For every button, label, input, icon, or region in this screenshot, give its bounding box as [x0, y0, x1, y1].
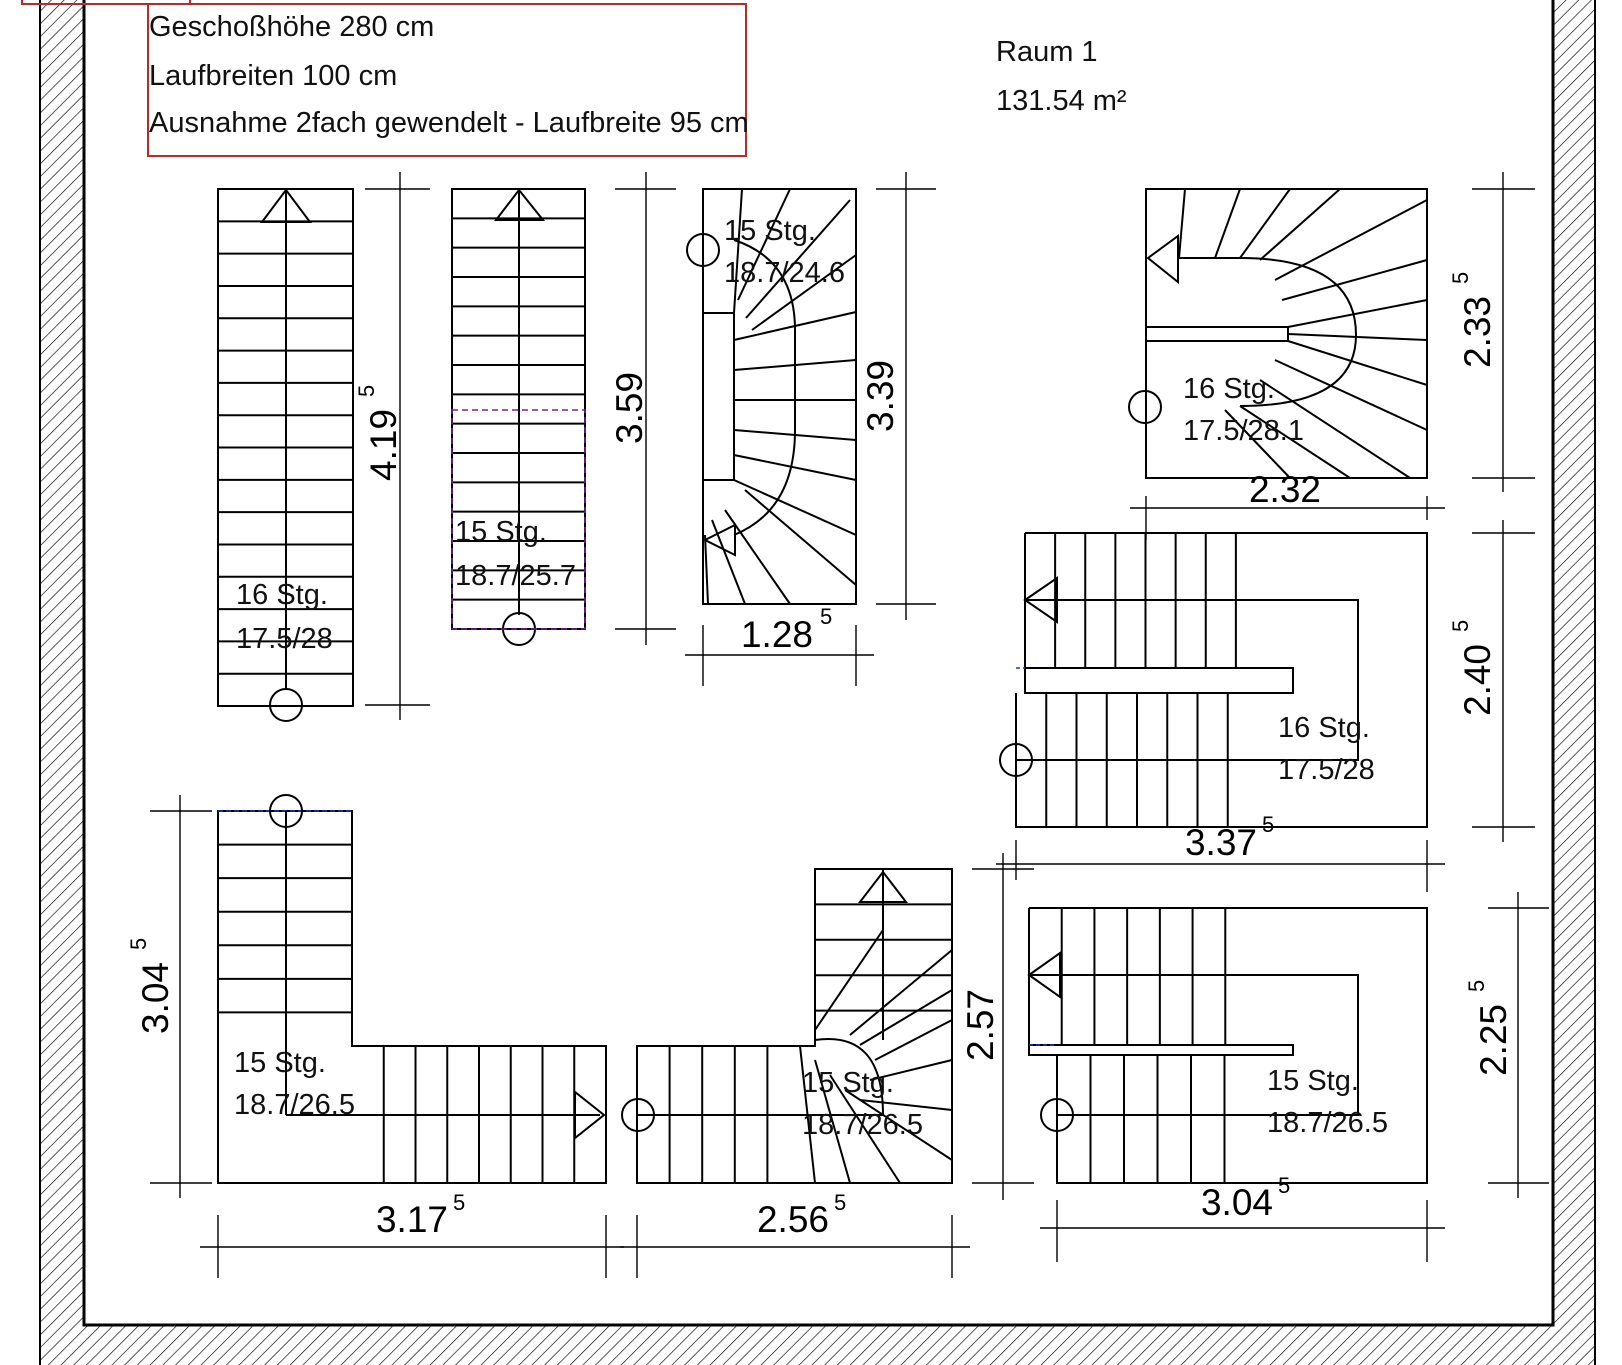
dim-2-40-sup: 5: [1448, 620, 1473, 632]
stair-tread: [1274, 359, 1428, 431]
info-line-1: Geschoßhöhe 280 cm: [149, 11, 434, 43]
stair-tread: [869, 1059, 953, 1081]
dim-3-59: 3.59: [609, 372, 650, 444]
stair-tread: [859, 989, 953, 1046]
stair-tread: [1259, 188, 1341, 261]
stair-tread: [844, 1089, 953, 1161]
dim-4-19-sup: 5: [354, 385, 379, 397]
stair-tread: [1281, 259, 1428, 301]
stair-l-shape-6: 15 Stg. 18.7/26.5: [217, 794, 607, 1184]
stair-tread: [733, 188, 743, 314]
stair-ratio-label: 18.7/24.6: [724, 257, 845, 289]
dim-3-17: 3.17: [376, 1199, 448, 1240]
room-label: Raum 1 131.54 m²: [996, 36, 1127, 117]
stair-tread: [733, 359, 857, 371]
stair-ratio-label: 18.7/26.5: [802, 1109, 923, 1141]
dim-3-04-left: 3.04: [135, 962, 176, 1034]
dim-4-19: 4.19: [363, 409, 404, 481]
stair-ratio-label: 18.7/25.7: [455, 560, 576, 592]
stair-u-turn-8: 15 Stg. 18.7/26.5: [1027, 907, 1428, 1184]
stair-tread: [829, 1074, 901, 1184]
stair-steps-label: 15 Stg.: [234, 1047, 326, 1079]
stair-steps-label: 16 Stg.: [1183, 373, 1275, 405]
stair-tread: [1287, 340, 1428, 386]
info-line-2: Laufbreiten 100 cm: [149, 60, 397, 92]
stair-u-turn-5: 16 Stg. 17.5/28: [999, 532, 1428, 828]
stair-tread: [874, 1019, 953, 1061]
stair-tread: [1287, 299, 1428, 328]
stair-tread: [814, 1059, 851, 1184]
stair-steps-label: 15 Stg.: [802, 1067, 894, 1099]
outer-wall: [39, 0, 1596, 1365]
stair-tread: [1214, 188, 1241, 259]
stair-tread: [849, 949, 953, 1036]
stair-winder-4: 16 Stg. 17.5/28.1: [1128, 188, 1428, 479]
stair-ratio-label: 17.5/28.1: [1183, 415, 1304, 447]
stair-tread: [1224, 409, 1291, 479]
red-marker: [21, 0, 191, 5]
dim-2-40: 2.40: [1457, 644, 1498, 716]
dim-2-56-sup: 5: [834, 1190, 846, 1215]
stair-steps-label: 15 Stg.: [724, 215, 816, 247]
stair-straight-2: 15 Stg. 18.7/25.7: [451, 188, 586, 646]
stair-tread: [733, 311, 857, 341]
stair-ratio-label: 18.7/26.5: [234, 1089, 355, 1121]
dim-2-32: 2.32: [1249, 469, 1321, 510]
stair-steps-label: 16 Stg.: [236, 579, 328, 611]
stair-tread: [1178, 188, 1186, 259]
dim-2-33-sup: 5: [1448, 272, 1473, 284]
dim-1-28: 1.28: [741, 614, 813, 655]
stair-tread: [1287, 333, 1428, 341]
dim-2-33: 2.33: [1457, 296, 1498, 368]
stair-tread: [1239, 188, 1291, 259]
stair-tread: [733, 454, 857, 481]
stair-tread: [737, 188, 791, 301]
stair-steps-label: 15 Stg.: [455, 516, 547, 548]
room-name: Raum 1: [996, 36, 1098, 68]
stair-ratio-label: 18.7/26.5: [1267, 1107, 1388, 1139]
stair-tread: [751, 254, 857, 331]
stair-tread: [704, 534, 709, 605]
stair-winder-3: 15 Stg. 18.7/24.6: [686, 188, 857, 605]
stair-ratio-label: 17.5/28: [1278, 754, 1375, 786]
info-line-3: Ausnahme 2fach gewendelt - Laufbreite 95…: [149, 107, 749, 139]
dimension-labels: 4.19 5 3.59 3.39 1.28 5 2.33 5 2.32 2.40…: [126, 272, 1514, 1240]
stair-tread: [1274, 199, 1428, 281]
stair-tread: [1259, 379, 1411, 479]
dim-3-04-right-sup: 5: [1278, 1173, 1290, 1198]
dim-3-04-left-sup: 5: [126, 938, 151, 950]
dim-2-25-sup: 5: [1464, 980, 1489, 992]
dashed-section: [451, 409, 586, 630]
dim-3-39: 3.39: [860, 360, 901, 432]
dimension-lines: [150, 172, 1549, 1278]
stair-l-winder-7: 15 Stg. 18.7/26.5: [621, 868, 953, 1184]
dim-3-17-sup: 5: [453, 1190, 465, 1215]
stair-tread: [1239, 405, 1351, 479]
dim-3-37-sup: 5: [1262, 812, 1274, 837]
info-box: Geschoßhöhe 280 cm Laufbreiten 100 cm Au…: [147, 3, 749, 157]
stair-ratio-label: 17.5/28: [236, 623, 333, 655]
info-box-border: [147, 3, 747, 157]
room-area: 131.54 m²: [996, 85, 1127, 117]
stair-tread: [859, 1099, 953, 1111]
dim-3-04-right: 3.04: [1201, 1182, 1273, 1223]
stair-straight-1: 16 Stg. 17.5/28: [217, 188, 354, 722]
stair-tread: [814, 929, 884, 1031]
dim-3-37: 3.37: [1185, 822, 1257, 863]
stair-steps-label: 16 Stg.: [1278, 712, 1370, 744]
dim-2-57: 2.57: [960, 989, 1001, 1061]
stair-tread: [733, 479, 857, 536]
stair-tread: [744, 489, 857, 586]
dim-2-56: 2.56: [757, 1199, 829, 1240]
stair-tread: [745, 199, 851, 319]
stair-tread: [733, 429, 857, 441]
stair-steps-label: 15 Stg.: [1267, 1065, 1359, 1097]
dim-1-28-sup: 5: [820, 604, 832, 629]
dim-2-25: 2.25: [1473, 1004, 1514, 1076]
